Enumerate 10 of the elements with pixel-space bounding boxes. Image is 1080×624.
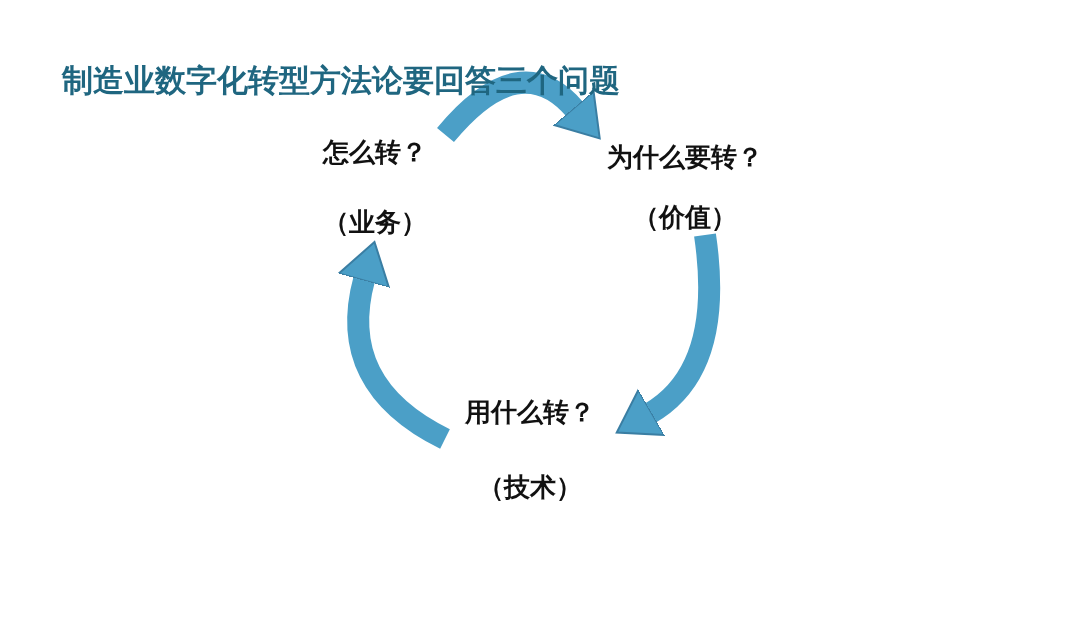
question-text: 怎么转？ (323, 136, 427, 169)
curved-arrow (337, 240, 451, 449)
curved-arrow (437, 71, 603, 143)
category-text: （价值） (633, 201, 737, 234)
category-text: （业务） (323, 206, 427, 239)
curved-arrow (616, 233, 721, 436)
category-text: （技术） (478, 471, 582, 504)
question-text: 为什么要转？ (607, 141, 763, 174)
question-text: 用什么转？ (465, 396, 595, 429)
title: 制造业数字化转型方法论要回答三个问题 (62, 61, 620, 100)
